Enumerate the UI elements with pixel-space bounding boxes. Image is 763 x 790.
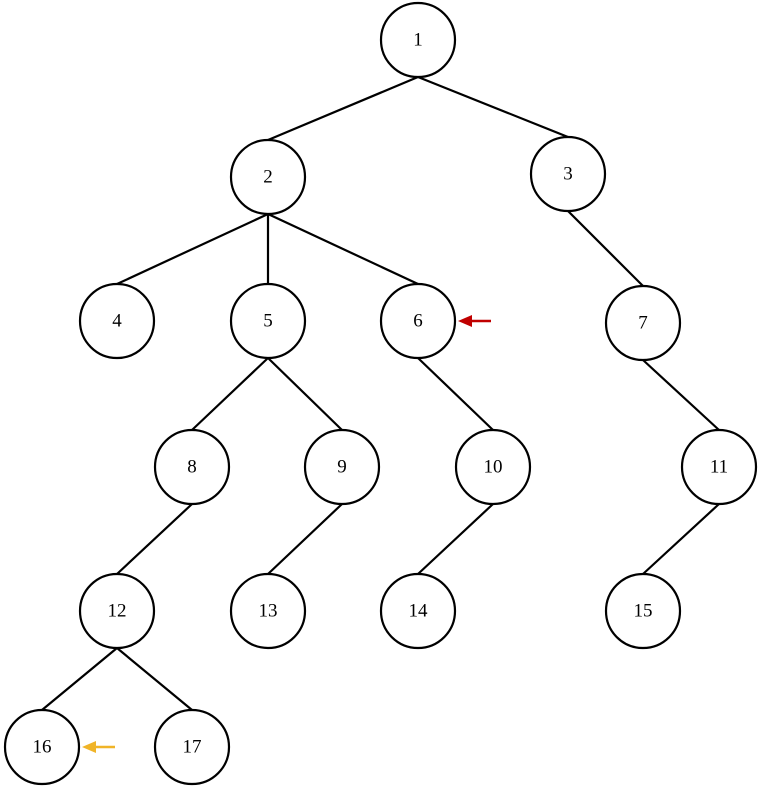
node-10: 10 (454, 428, 532, 506)
node-label: 8 (187, 457, 197, 478)
tree-edges (40, 75, 721, 712)
node-circle (604, 572, 682, 650)
left-arrow-icon (82, 741, 115, 753)
edge-6-10 (416, 356, 495, 432)
node-circle (379, 282, 457, 360)
node-label: 9 (337, 457, 347, 478)
tree-markers (82, 315, 491, 753)
edge-8-12 (115, 502, 194, 576)
arrow-head (458, 315, 472, 327)
node-9: 9 (303, 428, 381, 506)
node-8: 8 (153, 428, 231, 506)
node-1: 1 (379, 1, 457, 79)
edge-9-13 (266, 502, 344, 576)
edge-12-16 (40, 646, 119, 712)
node-16: 16 (3, 708, 81, 786)
node-17: 17 (153, 708, 231, 786)
node-5: 5 (229, 282, 307, 360)
node-circle (78, 572, 156, 650)
node-label: 4 (112, 311, 122, 332)
node-label: 17 (183, 737, 202, 758)
node-2: 2 (229, 138, 307, 216)
node-label: 12 (108, 601, 127, 622)
node-11: 11 (680, 428, 758, 506)
edge-7-11 (641, 358, 721, 432)
node-label: 6 (413, 311, 423, 332)
edge-3-7 (566, 209, 645, 288)
node-circle (303, 428, 381, 506)
node-15: 15 (604, 572, 682, 650)
edge-5-8 (190, 356, 270, 432)
node-label: 10 (484, 457, 503, 478)
node-label: 5 (263, 311, 273, 332)
node-6: 6 (379, 282, 457, 360)
edge-1-3 (416, 75, 570, 139)
node-circle (680, 428, 758, 506)
edge-11-15 (641, 502, 721, 576)
node-label: 2 (263, 167, 273, 188)
edge-5-9 (266, 356, 344, 432)
node-circle (153, 708, 231, 786)
edge-2-4 (115, 212, 270, 286)
node-label: 7 (638, 313, 648, 334)
node-circle (3, 708, 81, 786)
node-label: 13 (259, 601, 278, 622)
node-label: 11 (710, 457, 728, 478)
node-7: 7 (604, 284, 682, 362)
node-12: 12 (78, 572, 156, 650)
node-circle (78, 282, 156, 360)
node-label: 3 (563, 164, 573, 185)
node-circle (604, 284, 682, 362)
edge-1-2 (266, 75, 420, 142)
node-circle (229, 282, 307, 360)
node-3: 3 (529, 135, 607, 213)
node-circle (229, 572, 307, 650)
node-label: 1 (413, 30, 423, 51)
node-13: 13 (229, 572, 307, 650)
node-4: 4 (78, 282, 156, 360)
edge-2-6 (266, 212, 420, 286)
node-circle (454, 428, 532, 506)
node-label: 16 (33, 737, 52, 758)
node-circle (153, 428, 231, 506)
node-circle (379, 1, 457, 79)
node-circle (379, 572, 457, 650)
node-label: 14 (409, 601, 429, 622)
node-label: 15 (634, 601, 653, 622)
arrow-head (82, 741, 96, 753)
edge-10-14 (416, 502, 495, 576)
left-arrow-icon (458, 315, 491, 327)
node-circle (529, 135, 607, 213)
node-circle (229, 138, 307, 216)
node-14: 14 (379, 572, 457, 650)
edge-12-17 (115, 646, 194, 712)
